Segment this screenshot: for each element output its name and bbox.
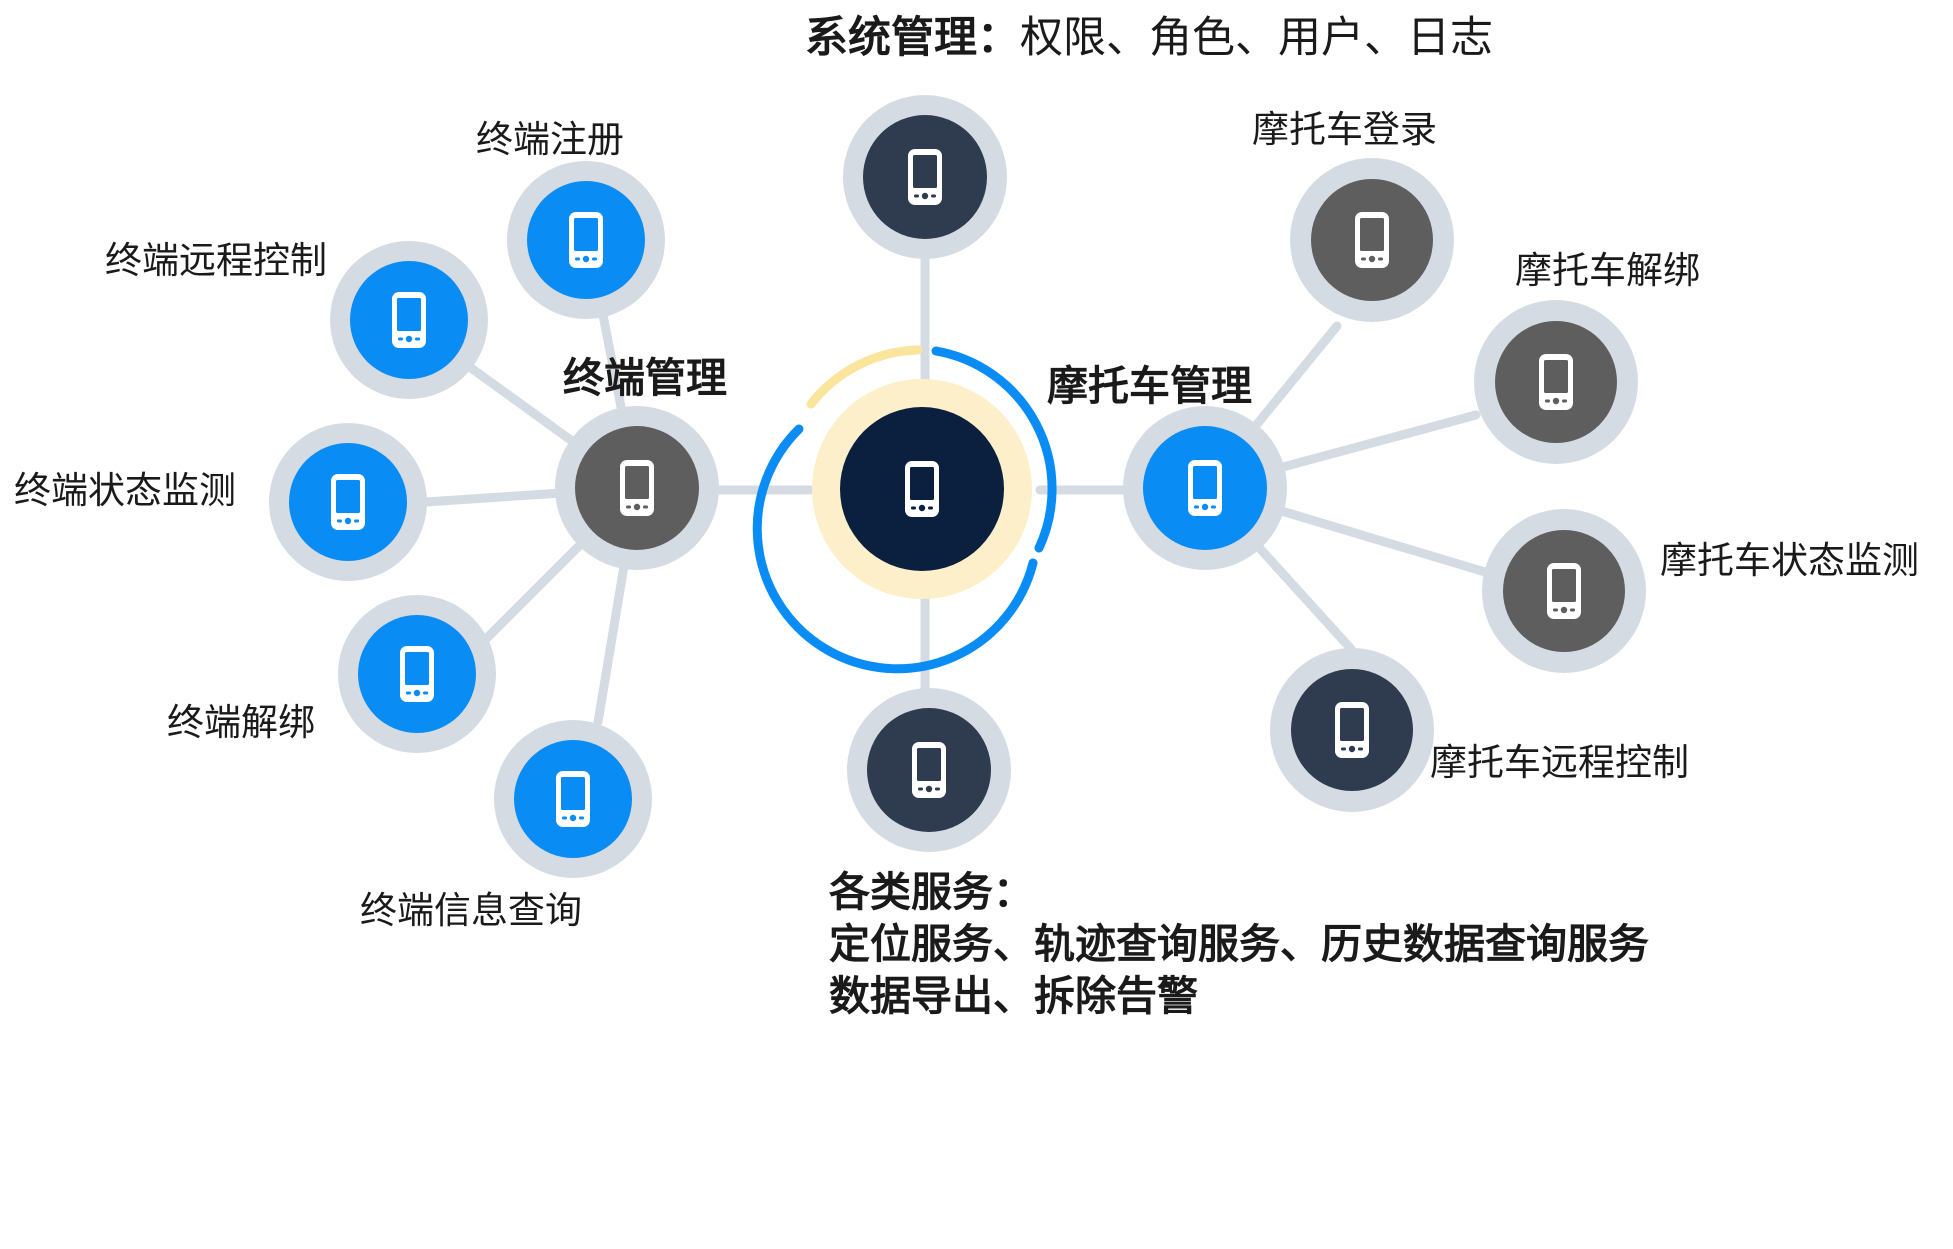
mobile-phone-icon [569, 212, 603, 268]
system-node[interactable] [843, 95, 1007, 259]
mobile-phone-icon [331, 474, 365, 530]
terminal-node-info[interactable] [494, 720, 652, 878]
terminal-node-info-label: 终端信息查询 [360, 889, 582, 932]
mobile-phone-icon [912, 742, 946, 798]
terminal-node-remote-label: 终端远程控制 [105, 239, 327, 282]
system-title-bold: 系统管理： [805, 13, 1020, 63]
terminal-node-unbind[interactable] [338, 595, 496, 753]
mobile-phone-icon [400, 646, 434, 702]
moto-node-unbind[interactable] [1474, 300, 1638, 464]
system-title-rest: 权限、角色、用户、日志 [1020, 13, 1493, 63]
mobile-phone-icon [1539, 354, 1573, 410]
services-line-2: 定位服务、轨迹查询服务、历史数据查询服务 [829, 920, 1649, 968]
moto-node-login[interactable] [1290, 158, 1454, 322]
moto-node-remote[interactable] [1270, 648, 1434, 812]
terminal-node-status-label: 终端状态监测 [14, 469, 236, 512]
moto-node-unbind-label: 摩托车解绑 [1515, 249, 1700, 292]
center-blue-arc-lower [752, 424, 1038, 674]
mobile-phone-icon [908, 149, 942, 205]
services-line-3: 数据导出、拆除告警 [829, 972, 1198, 1020]
mobile-phone-icon [392, 292, 426, 348]
terminal-hub[interactable] [555, 406, 719, 570]
terminal-node-unbind-label: 终端解绑 [167, 701, 315, 744]
mobile-phone-icon [1547, 563, 1581, 619]
center-blue-arc [931, 346, 1057, 553]
moto-node-login-label: 摩托车登录 [1252, 108, 1437, 151]
center-yellow-arc [806, 345, 923, 409]
moto-node-status-label: 摩托车状态监测 [1660, 539, 1919, 582]
moto-hub-label: 摩托车管理 [1047, 362, 1252, 410]
moto-hub[interactable] [1123, 406, 1287, 570]
system-title: 系统管理：权限、角色、用户、日志 [805, 13, 1493, 63]
mobile-phone-icon [1335, 702, 1369, 758]
mobile-phone-icon [905, 461, 939, 517]
moto-node-status[interactable] [1482, 509, 1646, 673]
services-line-1: 各类服务： [829, 868, 1034, 916]
terminal-node-remote[interactable] [330, 241, 488, 399]
mobile-phone-icon [620, 460, 654, 516]
mobile-phone-icon [1188, 460, 1222, 516]
terminal-hub-label: 终端管理 [563, 354, 727, 402]
services-node[interactable] [847, 688, 1011, 852]
center-node[interactable] [752, 345, 1057, 674]
terminal-node-status[interactable] [269, 423, 427, 581]
terminal-node-register[interactable] [507, 161, 665, 319]
moto-node-remote-label: 摩托车远程控制 [1430, 741, 1689, 784]
mobile-phone-icon [1355, 212, 1389, 268]
mobile-phone-icon [556, 771, 590, 827]
terminal-node-register-label: 终端注册 [476, 118, 624, 161]
